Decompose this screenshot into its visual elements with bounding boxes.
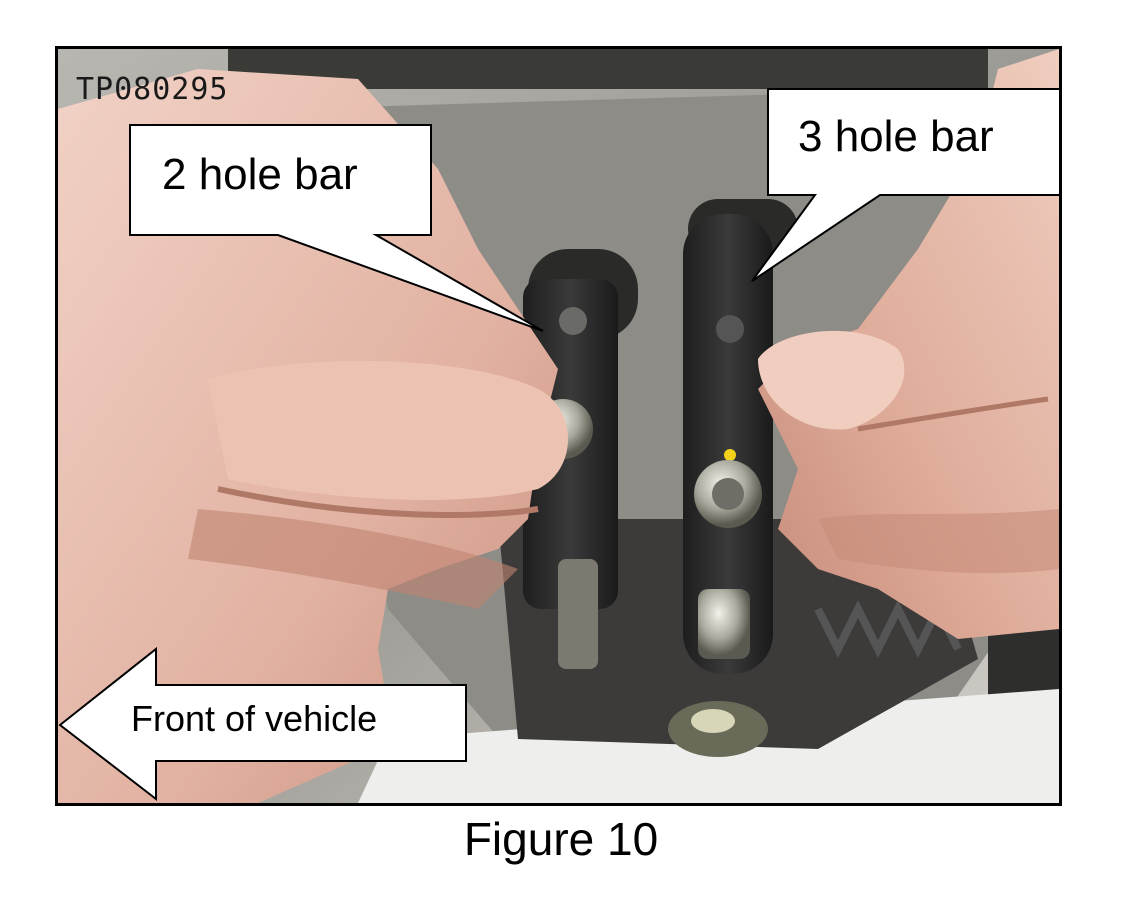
three-hole-bar-bolt-inner bbox=[712, 478, 744, 510]
left-finger-crease bbox=[217, 486, 539, 518]
stud-left bbox=[558, 559, 598, 669]
stud-right bbox=[698, 589, 750, 659]
front-of-vehicle-label: Front of vehicle bbox=[131, 698, 378, 739]
right-thumb bbox=[758, 330, 905, 430]
right-palm-shadow bbox=[818, 509, 1059, 574]
two-hole-bar-hole-top bbox=[559, 307, 587, 335]
left-thumb bbox=[208, 360, 568, 500]
right-finger-crease bbox=[857, 396, 1049, 432]
three-hole-bar-marker bbox=[724, 449, 736, 461]
three-hole-bar-hole-top bbox=[716, 315, 744, 343]
left-palm-shadow bbox=[188, 509, 518, 609]
callout-2-hole-bar-label: 2 hole bar bbox=[162, 150, 358, 199]
nut-lower-shine bbox=[691, 709, 735, 733]
figure-caption: Figure 10 bbox=[463, 813, 659, 865]
callout-3-hole-bar-label: 3 hole bar bbox=[798, 112, 994, 161]
three-hole-bar bbox=[683, 214, 773, 674]
figure-photo-frame: TP080295 2 hole bar 3 hole bar Front of … bbox=[55, 46, 1062, 806]
photo-id-label: TP080295 bbox=[76, 72, 229, 107]
